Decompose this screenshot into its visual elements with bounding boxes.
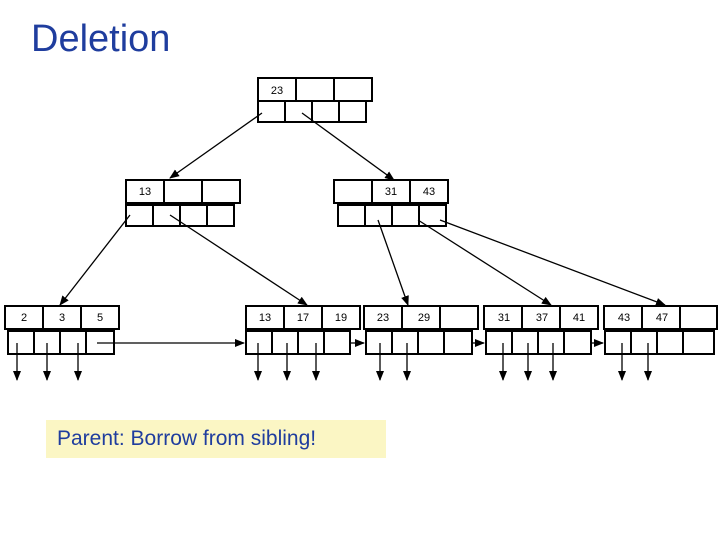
root-node: 23	[257, 77, 373, 123]
edge-root-to-right	[301, 112, 395, 181]
edge-right-to-leaf5	[439, 219, 666, 306]
edge-right-to-leaf3	[377, 219, 409, 306]
callout-note: Parent: Borrow from sibling!	[46, 420, 386, 458]
leaf-node-2: 13 17 19	[245, 305, 361, 355]
leaf-node-3: 23 29	[363, 305, 479, 355]
root-key-1: 23	[271, 85, 283, 97]
leaf-node-4: 31 37 41	[483, 305, 599, 355]
leaf4-key-1: 31	[498, 312, 510, 324]
leaf-node-5: 43 47	[603, 305, 718, 355]
record-pointers	[13, 343, 652, 381]
slide-title: Deletion	[31, 18, 171, 60]
leaf5-key-1: 43	[618, 312, 630, 324]
edge-right-to-leaf4	[417, 219, 552, 306]
leaf-node-1: 2 3 5	[4, 305, 120, 355]
internal-node-right: 31 43	[333, 179, 449, 227]
internal-right-key-2: 31	[385, 186, 397, 198]
leaf3-key-1: 23	[377, 312, 389, 324]
leaf1-key-3: 5	[97, 312, 103, 324]
leaf2-key-1: 13	[259, 312, 271, 324]
leaf5-key-2: 47	[656, 312, 668, 324]
edge-root-to-left	[169, 112, 263, 179]
leaf2-key-3: 19	[335, 312, 347, 324]
leaf3-key-2: 29	[418, 312, 430, 324]
edge-left-to-leaf1	[59, 214, 131, 306]
leaf4-key-2: 37	[536, 312, 548, 324]
edge-left-to-leaf2	[169, 214, 308, 306]
leaf1-key-2: 3	[59, 312, 65, 324]
callout-note-text: Parent: Borrow from sibling!	[57, 427, 317, 450]
leaf1-key-1: 2	[21, 312, 27, 324]
leaf4-key-3: 41	[573, 312, 585, 324]
internal-node-left: 13	[125, 179, 241, 227]
leaf2-key-2: 17	[297, 312, 309, 324]
internal-left-key-1: 13	[139, 186, 151, 198]
tree-edges	[59, 112, 666, 347]
internal-right-key-3: 43	[423, 186, 435, 198]
